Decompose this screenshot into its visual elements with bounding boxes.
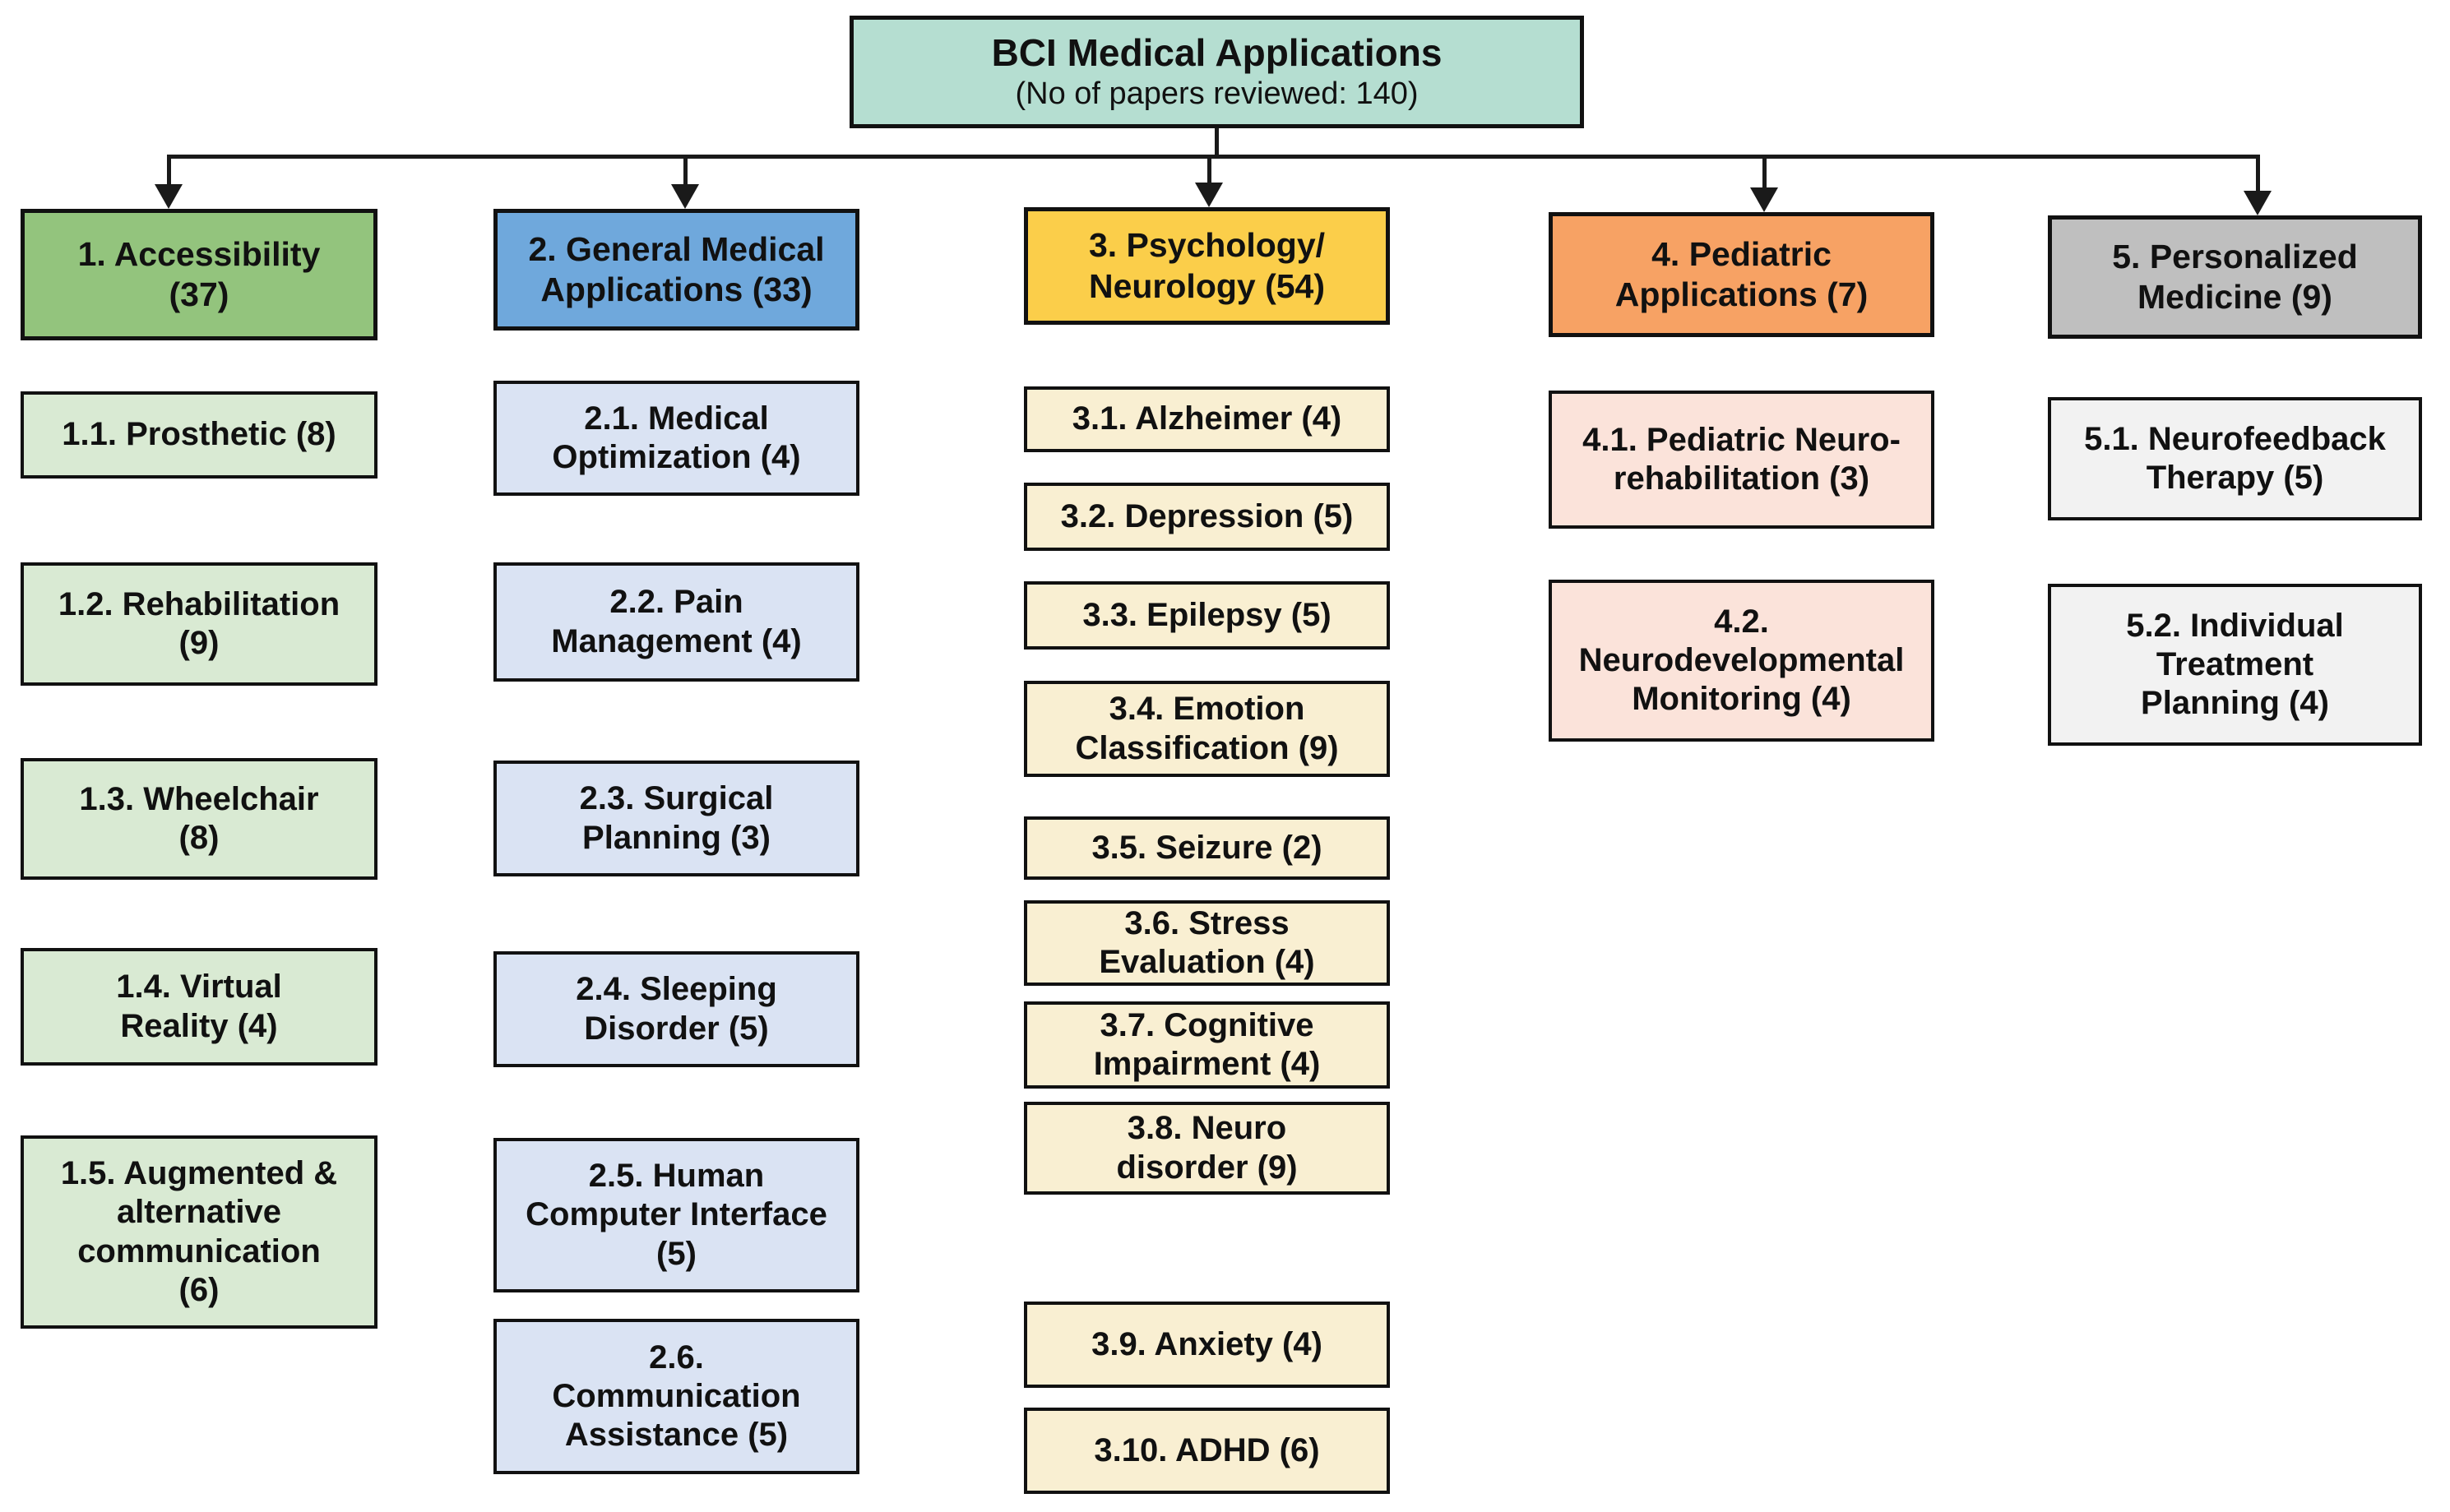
connector-branch-1 [167, 155, 171, 187]
column-accessibility: 1. Accessibility (37) 1.1. Prosthetic (8… [21, 0, 377, 1512]
node-1-5-augmented-alternative-communication: 1.5. Augmented & alternative communicati… [21, 1135, 377, 1329]
node-1-1-prosthetic: 1.1. Prosthetic (8) [21, 391, 377, 479]
column-general-medical-applications: 2. General Medical Applications (33) 2.1… [493, 0, 859, 1512]
node-1-3-wheelchair: 1.3. Wheelchair (8) [21, 758, 377, 880]
connector-branch-3 [1207, 155, 1211, 186]
column-personalized-medicine: 5. Personalized Medicine (9) 5.1. Neurof… [2048, 0, 2422, 1512]
node-3-1-alzheimer: 3.1. Alzheimer (4) [1024, 386, 1390, 452]
node-2-1-medical-optimization: 2.1. Medical Optimization (4) [493, 381, 859, 496]
connector-branch-4 [1762, 155, 1767, 191]
arrowhead-down-icon [671, 184, 699, 209]
column-pediatric-applications: 4. Pediatric Applications (7) 4.1. Pedia… [1549, 0, 1934, 1512]
node-4-pediatric-applications: 4. Pediatric Applications (7) [1549, 212, 1934, 337]
node-3-6-stress-evaluation: 3.6. Stress Evaluation (4) [1024, 900, 1390, 986]
node-4-2-neurodevelopmental-monitoring: 4.2. Neurodevelopmental Monitoring (4) [1549, 580, 1934, 742]
node-5-1-neurofeedback-therapy: 5.1. Neurofeedback Therapy (5) [2048, 397, 2422, 520]
node-3-2-depression: 3.2. Depression (5) [1024, 483, 1390, 551]
node-3-10-adhd: 3.10. ADHD (6) [1024, 1408, 1390, 1494]
node-3-7-cognitive-impairment: 3.7. Cognitive Impairment (4) [1024, 1001, 1390, 1089]
column-psychology-neurology: 3. Psychology/ Neurology (54) 3.1. Alzhe… [1024, 0, 1390, 1512]
node-1-4-virtual-reality: 1.4. Virtual Reality (4) [21, 948, 377, 1066]
connector-horizontal-line [167, 155, 2260, 159]
arrowhead-down-icon [1750, 187, 1778, 212]
node-3-9-anxiety: 3.9. Anxiety (4) [1024, 1302, 1390, 1388]
node-3-psychology-neurology: 3. Psychology/ Neurology (54) [1024, 207, 1390, 325]
node-3-3-epilepsy: 3.3. Epilepsy (5) [1024, 581, 1390, 650]
arrowhead-down-icon [2244, 191, 2272, 215]
node-1-accessibility: 1. Accessibility (37) [21, 209, 377, 340]
node-2-5-human-computer-interface: 2.5. Human Computer Interface (5) [493, 1138, 859, 1292]
root-node-bci-medical-applications: BCI Medical Applications (No of papers r… [850, 16, 1584, 128]
diagram-title: BCI Medical Applications [991, 31, 1443, 75]
node-2-3-surgical-planning: 2.3. Surgical Planning (3) [493, 761, 859, 876]
node-2-general-medical-applications: 2. General Medical Applications (33) [493, 209, 859, 331]
papers-reviewed-subtitle: (No of papers reviewed: 140) [1015, 76, 1419, 112]
connector-branch-2 [683, 155, 688, 187]
arrowhead-down-icon [1195, 183, 1223, 207]
connector-branch-5 [2256, 155, 2260, 194]
node-3-5-seizure: 3.5. Seizure (2) [1024, 816, 1390, 880]
node-5-personalized-medicine: 5. Personalized Medicine (9) [2048, 215, 2422, 339]
node-3-4-emotion-classification: 3.4. Emotion Classification (9) [1024, 681, 1390, 777]
arrowhead-down-icon [155, 184, 183, 209]
node-1-2-rehabilitation: 1.2. Rehabilitation (9) [21, 562, 377, 686]
node-4-1-pediatric-neurorehabilitation: 4.1. Pediatric Neuro- rehabilitation (3) [1549, 391, 1934, 529]
node-3-8-neuro-disorder: 3.8. Neuro disorder (9) [1024, 1102, 1390, 1195]
node-2-2-pain-management: 2.2. Pain Management (4) [493, 562, 859, 682]
node-2-4-sleeping-disorder: 2.4. Sleeping Disorder (5) [493, 951, 859, 1067]
connector-stub [1215, 128, 1219, 156]
node-5-2-individual-treatment-planning: 5.2. Individual Treatment Planning (4) [2048, 584, 2422, 746]
node-2-6-communication-assistance: 2.6. Communication Assistance (5) [493, 1319, 859, 1474]
